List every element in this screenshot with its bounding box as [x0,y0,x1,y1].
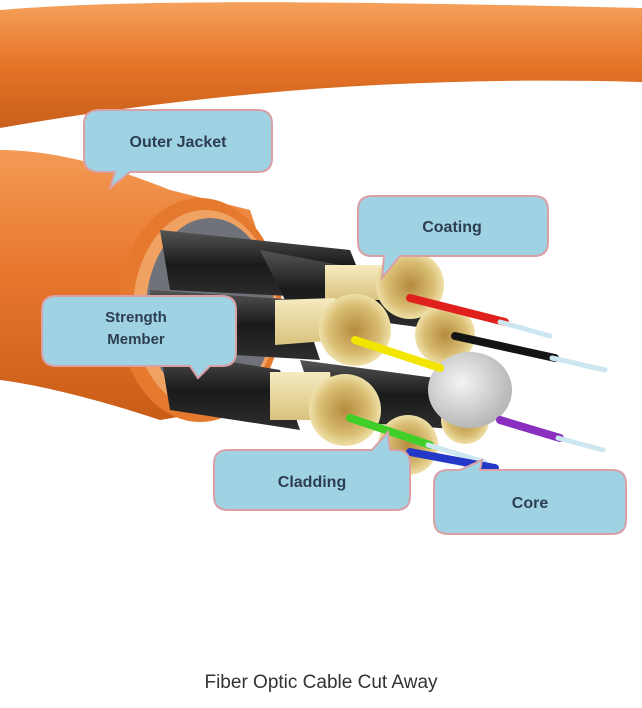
fiber-green [346,414,488,465]
strength-member-label-line1: Strength [105,309,167,326]
strength-member-label-line2: Member [107,331,165,348]
coating-label: Coating [422,219,482,236]
fiber-purple [496,416,606,453]
core-label: Core [512,495,549,512]
cladding-label: Cladding [278,474,346,491]
fiber-black [451,332,608,373]
callout-core: Core [433,458,627,535]
callout-outer-jacket: Outer Jacket [83,109,273,191]
outer-jacket-label: Outer Jacket [130,134,228,151]
callout-coating: Coating [357,195,549,282]
callout-cladding: Cladding [213,429,411,511]
fiber-yellow [351,336,444,372]
figure-caption: Fiber Optic Cable Cut Away [204,672,438,693]
fiber-red [406,294,553,339]
central-strength-rod [428,352,512,428]
background-cable [0,2,642,128]
cable-illustration: Outer Jacket Coating Strength Member Cla… [0,2,642,535]
callout-strength-member: Strength Member [41,295,237,380]
